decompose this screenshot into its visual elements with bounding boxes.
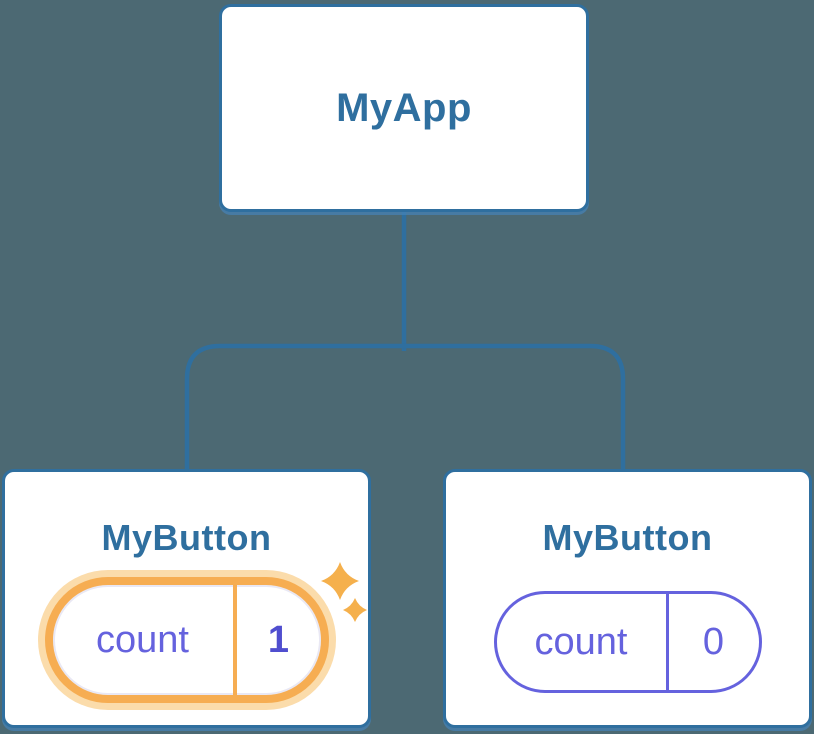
state-value: 0 — [702, 620, 725, 663]
component-node-mybutton-1: MyButton count 1 — [2, 469, 371, 728]
state-pill-divider — [665, 594, 669, 690]
state-pill-divider — [232, 585, 237, 695]
component-node-myapp: MyApp — [219, 4, 589, 212]
component-label: MyApp — [336, 85, 472, 130]
state-key: count — [534, 620, 628, 663]
connector-branch — [184, 343, 626, 470]
component-label: MyButton — [101, 517, 272, 558]
state-key: count — [96, 618, 189, 661]
component-node-mybutton-2: MyButton count 0 — [443, 469, 812, 728]
state-value: 1 — [267, 618, 290, 661]
component-label: MyButton — [542, 517, 713, 558]
state-pill-highlighted: count 1 — [44, 577, 329, 703]
state-pill: count 0 — [493, 591, 762, 693]
sparkle-icon — [321, 562, 367, 622]
